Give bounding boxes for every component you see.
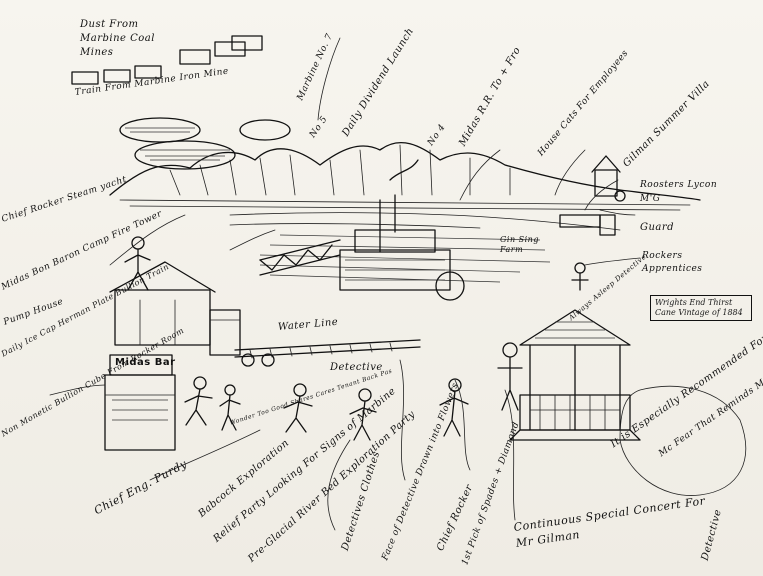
mine-clouds bbox=[119, 117, 291, 170]
label-midas-bar: Midas Bar bbox=[115, 357, 176, 368]
label-dust: Dust From Marbine Coal Mines bbox=[80, 19, 155, 58]
label-gin-sing: Gin Sing Farm bbox=[500, 235, 539, 254]
figures bbox=[124, 236, 589, 441]
steamboat bbox=[259, 159, 465, 301]
mountain-ridge bbox=[109, 141, 701, 211]
pointer-arrows bbox=[49, 37, 747, 531]
label-guard: Guard bbox=[640, 222, 675, 233]
label-rockers: Rockers Apprentices bbox=[642, 251, 703, 274]
water-line bbox=[234, 339, 421, 367]
label-roosters: Roosters Lycon M'G bbox=[640, 180, 718, 204]
gilman-villa bbox=[559, 155, 626, 236]
bandstand bbox=[509, 309, 641, 441]
pump-house bbox=[109, 261, 241, 356]
train-boxes bbox=[71, 35, 263, 85]
midas-bar-building bbox=[104, 354, 176, 451]
label-detective: Detective bbox=[330, 362, 383, 373]
wrigley-note-box: Wrights End Thirst Cane Vintage of 1884 bbox=[650, 295, 752, 321]
bay-water bbox=[229, 212, 621, 283]
